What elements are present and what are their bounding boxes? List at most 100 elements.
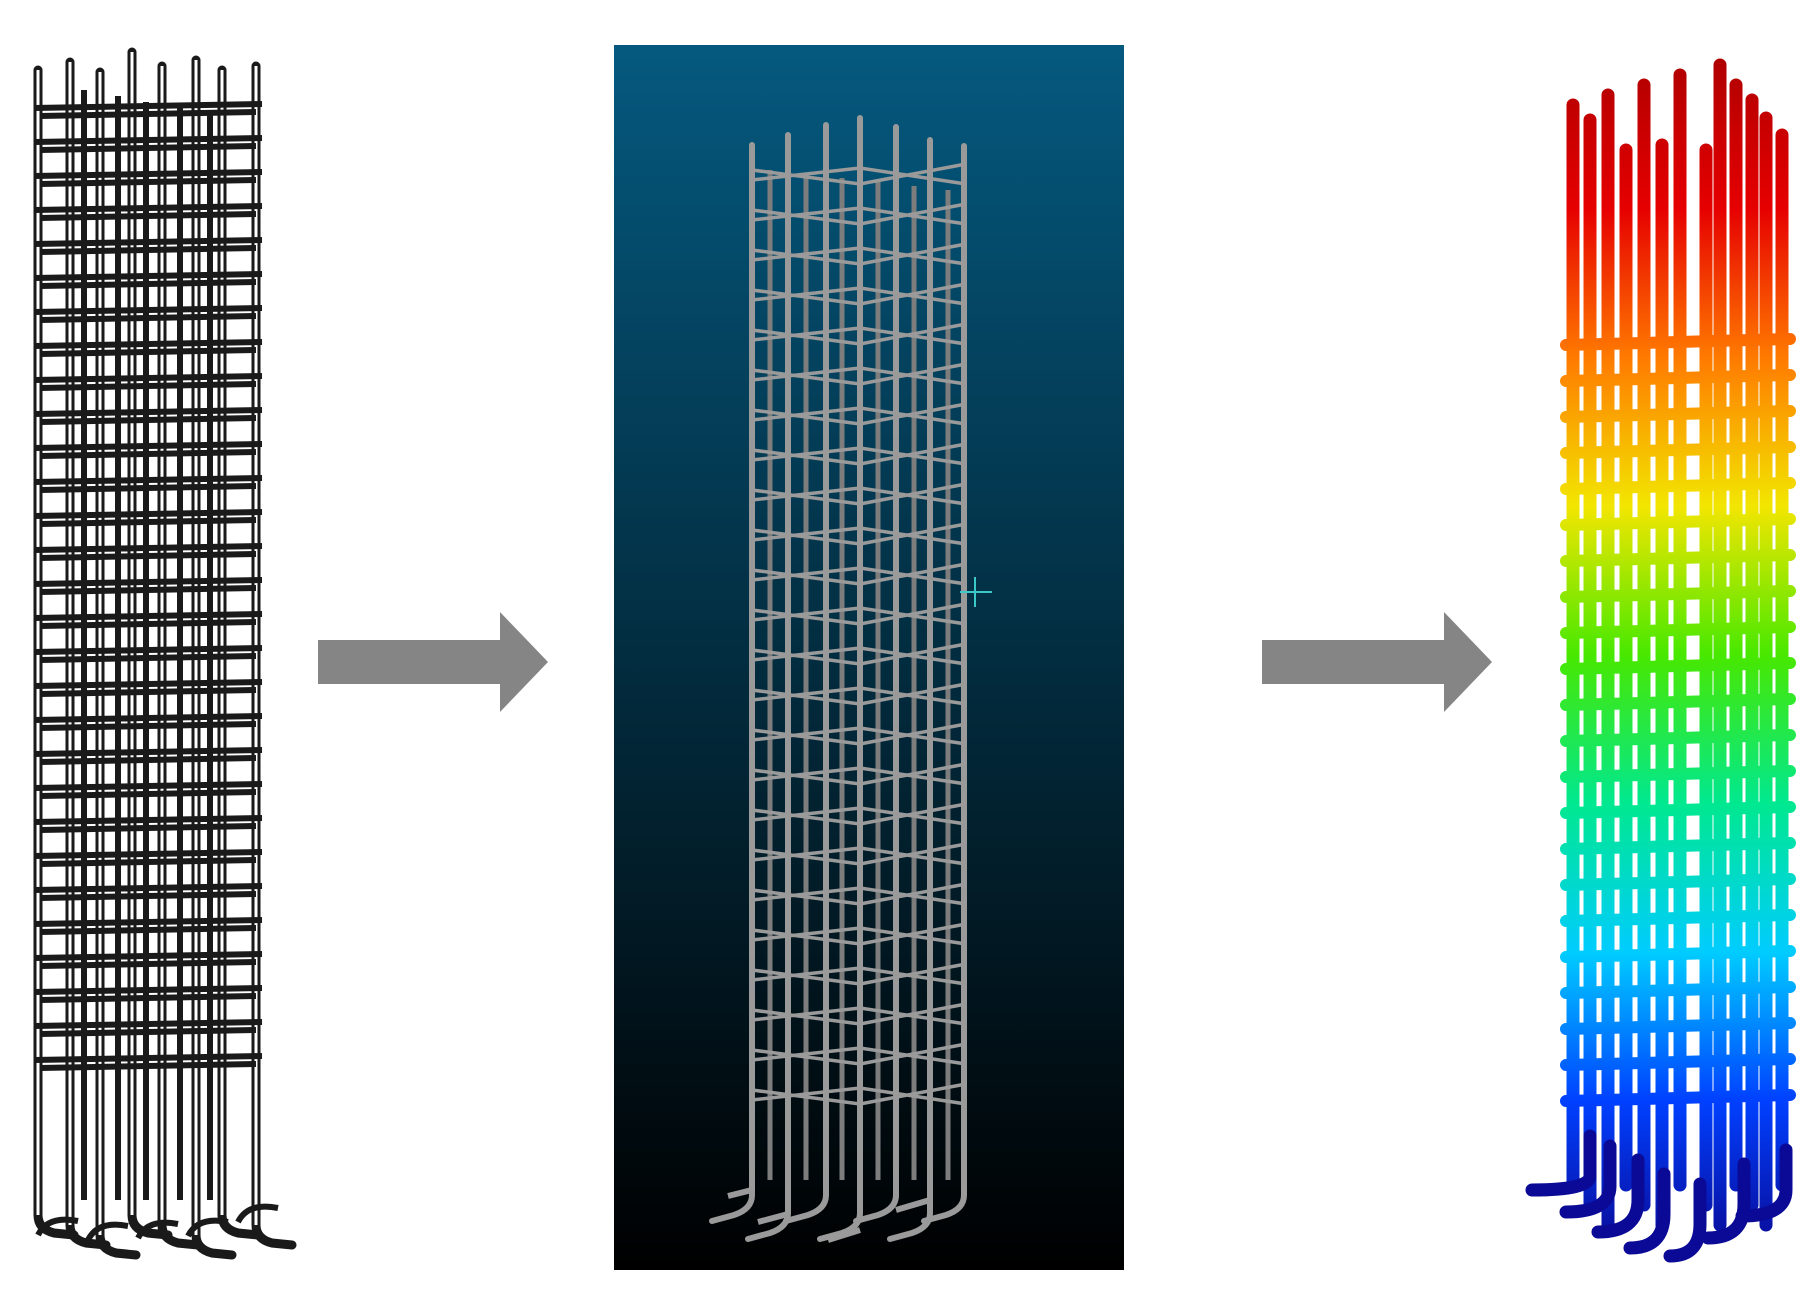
- colored-hook: [1701, 1157, 1751, 1245]
- cad-stirrup: [33, 339, 263, 357]
- colored-stirrup: [1560, 945, 1796, 963]
- cad-stirrup: [33, 271, 263, 289]
- point-cloud-stirrup: [751, 282, 967, 306]
- cad-stirrup: [33, 713, 263, 731]
- colored-stirrup: [1560, 873, 1796, 891]
- cad-stirrup: [33, 237, 263, 255]
- cad-stirrup: [33, 407, 263, 425]
- colored-stirrup: [1560, 585, 1796, 603]
- cad-stirrup: [33, 645, 263, 663]
- cad-stirrup: [33, 1019, 263, 1037]
- colored-stirrup: [1560, 765, 1796, 783]
- point-cloud-background: [614, 45, 1124, 1270]
- point-cloud-stirrup: [751, 482, 967, 506]
- cad-stirrup: [33, 169, 263, 187]
- point-cloud-stirrup: [751, 562, 967, 586]
- cad-stirrup: [33, 849, 263, 867]
- height-colored-rebar-model: [1525, 58, 1796, 1263]
- cad-stirrup: [33, 951, 263, 969]
- colored-stirrup: [1560, 801, 1796, 819]
- cad-stirrup: [33, 883, 263, 901]
- cad-stirrup: [33, 747, 263, 765]
- colored-stirrup: [1560, 369, 1796, 387]
- arrow-1-icon: [318, 612, 548, 712]
- point-cloud-stirrup: [751, 1082, 967, 1106]
- crosshair-cursor-icon: [960, 577, 992, 607]
- cad-hook: [235, 1203, 279, 1224]
- point-cloud-stirrup: [751, 722, 967, 746]
- cad-stirrup: [33, 373, 263, 391]
- cad-stirrup: [33, 917, 263, 935]
- colored-stirrup: [1560, 549, 1796, 567]
- point-cloud-stirrup: [751, 882, 967, 906]
- colored-hook: [1735, 1143, 1793, 1223]
- colored-stirrup: [1560, 441, 1796, 459]
- point-cloud-stirrup: [751, 642, 967, 666]
- cad-vertical-bar: [95, 67, 141, 1260]
- cad-stirrup: [33, 135, 263, 153]
- colored-stirrup: [1560, 621, 1796, 639]
- cad-hook: [35, 1216, 79, 1237]
- cad-stirrup: [33, 509, 263, 527]
- cad-stirrup: [33, 305, 263, 323]
- colored-stirrup: [1560, 513, 1796, 531]
- point-cloud-stirrup: [751, 362, 967, 386]
- point-cloud-vertical-bar: [783, 122, 829, 1224]
- point-cloud-stirrup: [751, 202, 967, 226]
- cad-stirrup: [33, 815, 263, 833]
- cad-rebar-model: [33, 47, 297, 1260]
- point-cloud-stirrup: [751, 1002, 967, 1026]
- cad-stirrup: [33, 441, 263, 459]
- point-cloud-stirrup: [751, 802, 967, 826]
- point-cloud-vertical-bar: [887, 137, 933, 1242]
- cad-hook: [85, 1221, 129, 1242]
- colored-hook: [1623, 1167, 1671, 1255]
- colored-stirrup: [1560, 909, 1796, 927]
- point-cloud-stirrup: [751, 682, 967, 706]
- colored-stirrup: [1560, 333, 1796, 351]
- cad-stirrup: [33, 679, 263, 697]
- colored-stirrup: [1560, 1017, 1796, 1035]
- point-cloud-rebar-cage: [709, 115, 967, 1243]
- cad-stirrup: [33, 781, 263, 799]
- cad-stirrup: [33, 1053, 263, 1071]
- point-cloud-stirrup: [751, 842, 967, 866]
- point-cloud-vertical-bar: [853, 124, 899, 1224]
- cad-stirrup: [33, 611, 263, 629]
- point-cloud-stirrup: [751, 1042, 967, 1066]
- point-cloud-stirrup: [751, 162, 967, 186]
- colored-stirrup: [1560, 477, 1796, 495]
- colored-stirrup: [1560, 657, 1796, 675]
- colored-stirrup: [1560, 1053, 1796, 1071]
- colored-stirrup: [1560, 1089, 1796, 1107]
- cad-vertical-bar: [127, 47, 173, 1240]
- cad-stirrup: [33, 203, 263, 221]
- cad-vertical-bar: [217, 65, 263, 1240]
- colored-stirrup: [1560, 837, 1796, 855]
- colored-hook: [1525, 1129, 1597, 1197]
- colored-stirrup: [1560, 981, 1796, 999]
- arrow-2-icon: [1262, 612, 1492, 712]
- cad-vertical-bar: [65, 57, 111, 1250]
- cad-vertical-bar: [191, 55, 237, 1260]
- point-cloud-stirrup: [751, 442, 967, 466]
- point-cloud-vertical-bar: [745, 132, 791, 1242]
- point-cloud-stirrup: [751, 962, 967, 986]
- point-cloud-stirrup: [751, 522, 967, 546]
- point-cloud-hook: [727, 1187, 931, 1243]
- cad-stirrup: [33, 985, 263, 1003]
- cad-hook: [135, 1219, 179, 1240]
- point-cloud-stirrup: [751, 762, 967, 786]
- point-cloud-vertical-bar: [921, 143, 967, 1224]
- cad-stirrup: [33, 543, 263, 561]
- colored-stirrup: [1560, 693, 1796, 711]
- point-cloud-stirrup: [751, 242, 967, 266]
- cad-vertical-bar: [251, 61, 297, 1250]
- point-cloud-stirrup: [751, 922, 967, 946]
- colored-hook: [1663, 1177, 1707, 1263]
- colored-stirrup: [1560, 405, 1796, 423]
- cad-stirrup: [33, 577, 263, 595]
- colored-hook: [1591, 1153, 1645, 1239]
- cad-hook: [185, 1217, 229, 1238]
